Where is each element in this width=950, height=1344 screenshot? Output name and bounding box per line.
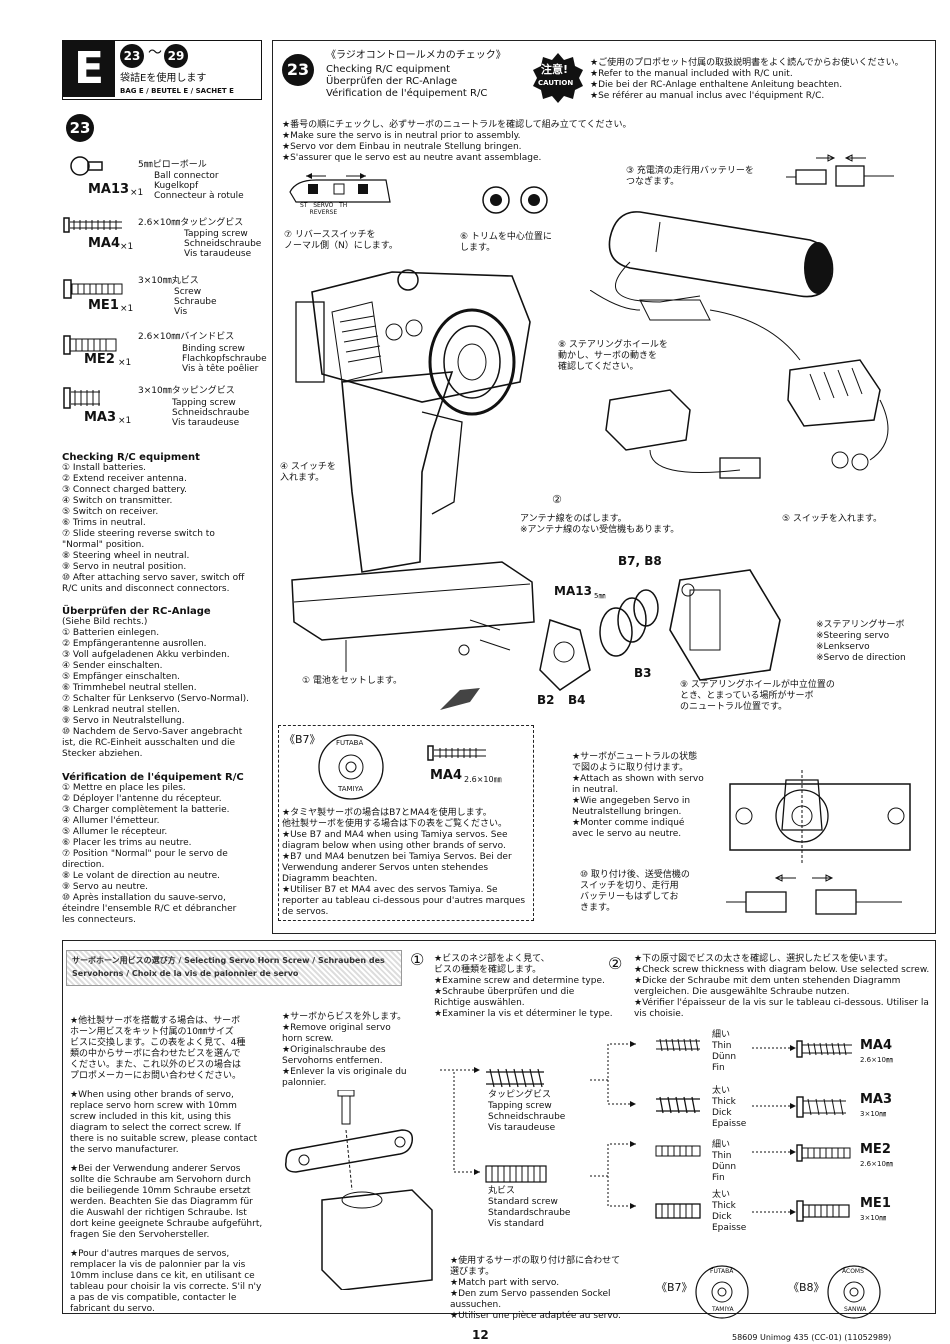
trim-knobs-icon [482, 186, 548, 214]
callout-4: ④ スイッチを 入れます。 [280, 462, 336, 483]
step-end-badge: 29 [164, 44, 188, 68]
servo-horn-banner [66, 950, 402, 986]
b7-disc-icon [318, 734, 384, 800]
binding-screw-icon [63, 335, 117, 355]
servo-horn-screw-panel [62, 940, 936, 1314]
thin-tapping-icon [656, 1038, 700, 1052]
intro-text: ★番号の順にチェックし、必ずサーボのニュートラルを確認して組み立ててください。 … [282, 120, 632, 163]
tapping-screw-icon [63, 217, 122, 233]
callout-3: ③ 充電済の走行用バッテリーを つなぎます。 [626, 166, 754, 187]
step-2-marker: ② [608, 954, 623, 973]
step-start-badge: 23 [120, 44, 144, 68]
step-23-panel [272, 40, 936, 934]
section-box [62, 40, 262, 100]
banner-title: サーボホーン用ビスの選び方 / Selecting Servo Horn Scr… [72, 956, 385, 978]
connector-icon [786, 154, 894, 187]
reverse-switch-diagram [289, 173, 391, 203]
remove-screw-note: ★サーボからビスを外します。★Remove original servo hor… [282, 1012, 407, 1088]
b7-small-bottom: TAMIYA [712, 1306, 734, 1313]
checklist-fr: Vérification de l'équipement R/C ① Mettr… [62, 772, 244, 925]
neutral-note: ★サーボがニュートラルの状態で図のように取り付けます。 ★Attach as s… [572, 752, 704, 839]
result-arrows [752, 1045, 796, 1215]
callout-5: ⑤ スイッチを入れます。 [782, 514, 883, 524]
callout-1: ① 電池をセットします。 [302, 676, 403, 686]
flow-lines [440, 1041, 636, 1209]
caution-text: ★ご使用のプロポセット付属の取扱説明書をよく読んでからお使いください。 ★Ref… [590, 58, 904, 101]
parts-list: MA13 ×1 5㎜ピローボール Ball connector Kugelkop… [62, 150, 267, 440]
thick-tapping-icon [656, 1096, 700, 1114]
servo-assembly-illustration [440, 569, 781, 710]
result-me1-icon [796, 1200, 850, 1222]
tapping-screw-sample-icon [486, 1068, 544, 1088]
b7-disc-top: FUTABA [336, 739, 364, 747]
ball-connector-icon [70, 156, 103, 176]
tapping-screw-icon [63, 387, 100, 409]
b7-disc-bottom: TAMIYA [338, 785, 364, 793]
result-me2-icon [796, 1144, 851, 1162]
result-ma3-icon [796, 1096, 846, 1118]
disconnect-connector-icon [726, 874, 902, 915]
bag-label: BAG E / BEUTEL E / SACHET E [120, 87, 234, 95]
callout-9: ⑨ ステアリングホイールが中立位置の とき、とまっている場所がサーボ のニュート… [680, 680, 835, 712]
result-ma4-icon [796, 1040, 852, 1058]
other-brand-note: ★他社製サーボを搭載する場合は、サーボホーン用ビスをキット付属の10㎜サイズ ビ… [70, 1016, 263, 1314]
b7-note-box [278, 725, 534, 921]
thin-standard-icon [655, 1145, 701, 1157]
callout-10: ⑩ 取り付け後、送受信機の スイッチを切り、走行用 バッテリーもはずしてお きま… [580, 870, 690, 913]
b8-disc-bottom: SANWA [844, 1306, 867, 1313]
b7-small-top: FUTABA [710, 1268, 734, 1275]
servo-note: ※ステアリングサーボ※Steering servo ※Lenkservo※Ser… [816, 620, 906, 663]
callout-6: ⑥ トリムを中心位置に します。 [460, 232, 552, 253]
checklist-en: Checking R/C equipment ① Install batteri… [62, 452, 245, 594]
match-part-note: ★使用するサーボの取り付け部に合わせて選びます。 ★Match part wit… [450, 1256, 621, 1321]
standard-screw-sample-icon [485, 1165, 547, 1183]
transmitter-illustration [291, 269, 535, 672]
callout-2-label: ② [552, 493, 562, 506]
section-letter: E [63, 41, 115, 97]
b8-disc-top: ACOMS [842, 1268, 864, 1275]
screw-icon [63, 279, 123, 299]
reverse-labels: ST SERVO TH REVERSE [300, 202, 348, 216]
thickness-note: ★下の原寸図でビスの太さを確認し、選択したビスを使います。★Check scre… [634, 954, 930, 1019]
b8-disc-icon [827, 1265, 881, 1319]
wiring-illustration [590, 290, 889, 479]
ma4-screw-icon [427, 745, 486, 761]
callout-2-note: ※アンテナ線のない受信機もあります。 [520, 525, 680, 535]
page-number: 12 [472, 1328, 489, 1342]
servo-top-view [729, 770, 911, 864]
bag-jp: 袋詰Eを使用します [120, 73, 207, 84]
part-code: MA13 [88, 182, 130, 197]
b7-disc-small-icon [695, 1265, 749, 1319]
step-23-badge: 23 [282, 54, 314, 86]
callout-8: ⑧ ステアリングホイールを 動かし、サーボの動きを 確認してください。 [558, 340, 668, 372]
step-1-marker: ① [410, 950, 425, 969]
footer-code: 58609 Unimog 435 (CC-01) (11052989) [732, 1333, 892, 1342]
step-title-jp: 《ラジオコントロールメカのチェック》 [326, 50, 506, 61]
examine-note: ★ビスのネジ部をよく見て、ビスの種類を確認します。 ★Examine screw… [434, 954, 613, 1019]
callout-2: アンテナ線をのばします。 [520, 514, 627, 524]
thick-standard-icon [655, 1203, 701, 1219]
checklist-de: Überprüfen der RC-Anlage (Siehe Bild rec… [62, 606, 249, 759]
callout-7: ⑦ リバーススイッチを ノーマル側（N）にします。 [284, 230, 398, 251]
b7-note-text: ★タミヤ製サーボの場合はB7とMA4を使用します。他社製サーボを使用する場合は下… [282, 808, 526, 917]
servo-horn-illustration [284, 1090, 433, 1290]
caution-icon [533, 53, 583, 103]
step-23-left-badge: 23 [66, 114, 94, 142]
battery-pack-illustration [608, 211, 834, 303]
